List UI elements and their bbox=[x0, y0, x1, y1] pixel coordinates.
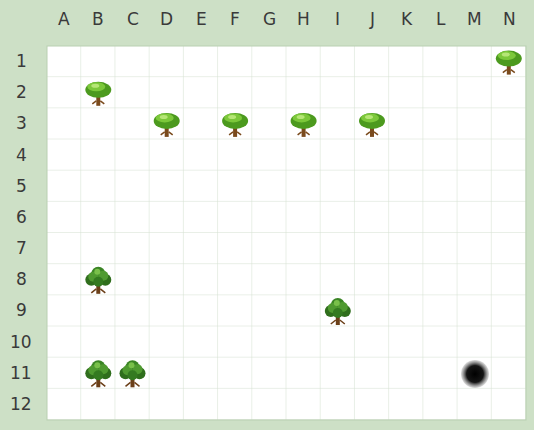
row-label: 8 bbox=[16, 271, 27, 288]
grid-ground bbox=[47, 46, 526, 420]
row-label: 11 bbox=[10, 365, 32, 382]
column-label: D bbox=[160, 11, 173, 28]
column-label: F bbox=[230, 11, 240, 28]
row-label: 5 bbox=[16, 178, 27, 195]
column-label: M bbox=[467, 11, 482, 28]
bush-tree-icon bbox=[85, 360, 111, 387]
tree-icon bbox=[222, 113, 248, 137]
column-label: L bbox=[436, 11, 445, 28]
grid-lines bbox=[47, 46, 526, 420]
row-label: 7 bbox=[16, 240, 27, 257]
row-label: 12 bbox=[10, 396, 32, 413]
bush-tree-icon bbox=[120, 360, 146, 387]
column-label: I bbox=[335, 11, 340, 28]
column-label: A bbox=[58, 11, 70, 28]
column-label: B bbox=[92, 11, 104, 28]
grid-border bbox=[47, 46, 526, 420]
row-label: 1 bbox=[16, 53, 27, 70]
row-label: 6 bbox=[16, 209, 27, 226]
column-label: J bbox=[370, 11, 375, 28]
column-label: H bbox=[297, 11, 310, 28]
tree-icon bbox=[291, 113, 317, 137]
column-label: C bbox=[127, 11, 139, 28]
bush-tree-icon bbox=[325, 298, 351, 325]
column-label: K bbox=[401, 11, 412, 28]
row-label: 2 bbox=[16, 84, 27, 101]
tree-icon bbox=[85, 82, 111, 106]
tree-icon bbox=[154, 113, 180, 137]
row-label: 9 bbox=[16, 302, 27, 319]
column-label: N bbox=[503, 11, 516, 28]
bush-tree-icon bbox=[85, 267, 111, 294]
row-label: 10 bbox=[10, 334, 32, 351]
tree-icon bbox=[496, 51, 522, 75]
row-label: 4 bbox=[16, 147, 27, 164]
row-label: 3 bbox=[16, 115, 27, 132]
tree-icon bbox=[359, 113, 385, 137]
hole-mark bbox=[461, 360, 489, 388]
column-label: G bbox=[263, 11, 276, 28]
column-label: E bbox=[196, 11, 207, 28]
